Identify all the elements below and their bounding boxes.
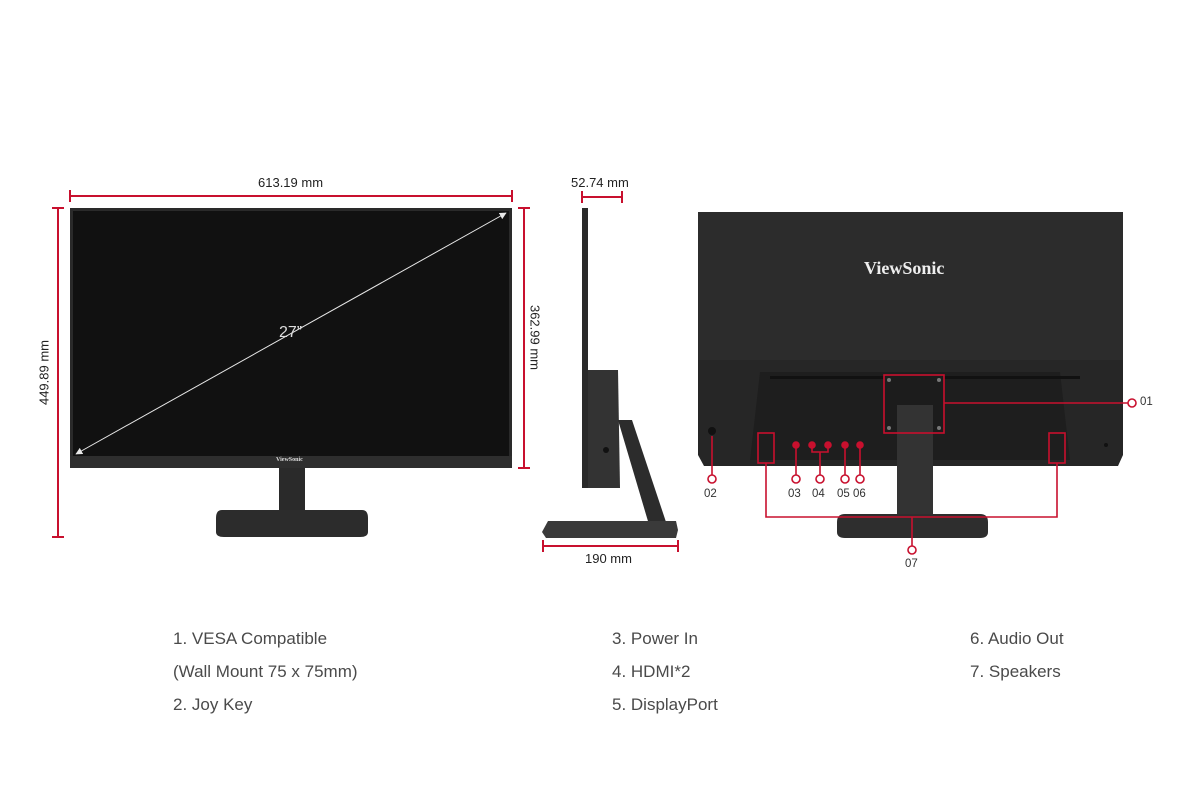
callout-07: 07 (905, 558, 918, 570)
callout-01: 01 (1140, 396, 1153, 408)
width-label: 613.19 mm (258, 175, 324, 190)
legend-item: 4. HDMI*2 (612, 662, 691, 681)
brand-logo-front: ViewSonic (276, 457, 303, 463)
side-dimension-lines (542, 191, 679, 552)
side-view (542, 208, 678, 538)
legend-item: 1. VESA Compatible (173, 629, 328, 648)
depth-panel-label: 52.74 mm (571, 175, 629, 190)
legend-item: 7. Speakers (970, 662, 1061, 681)
side-stand-base (542, 521, 678, 538)
legend-item: 6. Audio Out (970, 629, 1064, 648)
front-bottom-bezel (70, 456, 512, 468)
legend-column-1: 1. VESA Compatible (Wall Mount 75 x 75mm… (173, 622, 358, 721)
back-panel (698, 212, 1123, 372)
total-height-label: 449.89 mm (36, 339, 52, 406)
diagonal-arrow (75, 212, 507, 455)
legend-column-3: 6. Audio Out 7. Speakers (970, 622, 1064, 688)
front-view (70, 208, 512, 537)
panel-height-label: 362.99 mm (527, 304, 543, 371)
legend-item: 5. DisplayPort (612, 695, 718, 714)
back-view (698, 212, 1123, 538)
side-stand-arm (618, 420, 668, 528)
back-stand-neck (897, 405, 933, 517)
callout-03: 03 (788, 488, 801, 500)
front-stand-neck (279, 468, 305, 510)
front-stand-base (216, 510, 368, 537)
joy-key (708, 427, 716, 435)
depth-base-label: 190 mm (585, 551, 632, 566)
brand-logo-back: ViewSonic (864, 258, 945, 278)
callout-05: 05 (837, 488, 850, 500)
side-panel (582, 208, 588, 488)
legend-column-2: 3. Power In 4. HDMI*2 5. DisplayPort (612, 622, 718, 721)
legend-item: 2. Joy Key (173, 695, 253, 714)
callout-02: 02 (704, 488, 717, 500)
diagonal-label: 27” (279, 324, 303, 341)
legend-item: (Wall Mount 75 x 75mm) (173, 662, 358, 681)
callout-04: 04 (812, 488, 825, 500)
port-callouts (707, 374, 1137, 555)
callout-06: 06 (853, 488, 866, 500)
front-dimension-lines (52, 190, 530, 538)
side-back-housing (588, 370, 620, 488)
legend-item: 3. Power In (612, 629, 698, 648)
